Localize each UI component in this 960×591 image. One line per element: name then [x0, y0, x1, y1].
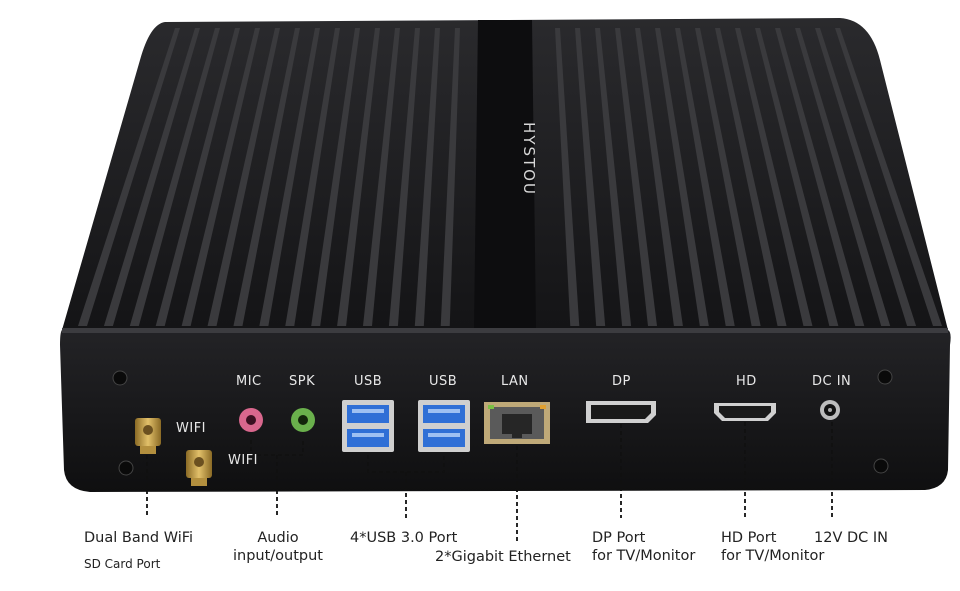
- callout-dp: DP Port for TV/Monitor: [592, 529, 710, 565]
- heatsink-fin: [285, 28, 340, 326]
- heatsink-fin: [695, 28, 761, 326]
- callout-hd-line1: HD Port: [721, 530, 777, 546]
- screw-icon: [118, 460, 134, 476]
- heatsink-fin: [207, 28, 280, 326]
- label-mic: MIC: [236, 374, 262, 389]
- callout-dp-line2: for TV/Monitor: [592, 548, 696, 564]
- dc-in-port: [820, 400, 840, 420]
- heatsink-fin: [835, 28, 942, 326]
- usb-port-group-left: [342, 400, 394, 452]
- brand-logo: HYSTOU: [519, 122, 538, 196]
- heatsink-fin: [78, 28, 180, 326]
- wifi-antenna-connector-top: [135, 418, 161, 454]
- heatsink-fin: [181, 28, 260, 326]
- heatsink-fin: [414, 28, 440, 326]
- screw-icon: [877, 369, 893, 385]
- screw-icon: [873, 458, 889, 474]
- heatsink-fin: [337, 28, 380, 326]
- heatsink-fin: [795, 28, 891, 326]
- callout-audio-line1: Audio: [257, 530, 299, 546]
- label-dp: DP: [612, 374, 631, 389]
- heatsink-fin: [129, 28, 220, 326]
- label-wifi-top: WIFI: [176, 421, 206, 436]
- heatsink-fin: [311, 28, 360, 326]
- heatsink-fin: [555, 28, 580, 326]
- label-lan: LAN: [501, 374, 529, 389]
- heatsink-fin: [595, 28, 632, 326]
- heatsink-fin: [363, 28, 400, 326]
- label-usb-right: USB: [429, 374, 458, 389]
- heatsink-fin: [755, 28, 839, 326]
- callout-usb: 4*USB 3.0 Port: [350, 530, 458, 546]
- center-band: [474, 20, 536, 328]
- heatsink-fin: [259, 28, 320, 326]
- label-hd: HD: [736, 374, 757, 389]
- heatsink-fin: [388, 28, 420, 326]
- heatsink-fin: [775, 28, 865, 326]
- callout-wifi: Dual Band WiFi: [84, 530, 194, 546]
- heatsink-fin: [735, 28, 813, 326]
- callout-audio-line2: input/output: [232, 548, 323, 564]
- callout-hd: HD Port for TV/Monitor: [721, 529, 839, 565]
- label-wifi-bottom: WIFI: [228, 453, 258, 468]
- heatsink-fin: [635, 28, 683, 326]
- heatsink-fin: [155, 28, 240, 326]
- wifi-antenna-connector-bottom: [186, 450, 212, 486]
- mic-jack: [239, 408, 263, 432]
- label-spk: SPK: [289, 374, 316, 389]
- heatsink-fins: [78, 28, 942, 326]
- heatsink-fin: [440, 28, 460, 326]
- callout-dp-line1: DP Port: [592, 530, 646, 546]
- usb-port-group-right: [418, 400, 470, 452]
- lan-port: [484, 402, 550, 444]
- callout-ethernet: 2*Gigabit Ethernet: [435, 549, 571, 565]
- screw-icon: [112, 370, 128, 386]
- callout-sd-card: SD Card Port: [84, 557, 161, 571]
- heatsink-top: [62, 18, 948, 330]
- heatsink-fin: [675, 28, 735, 326]
- label-usb-left: USB: [354, 374, 383, 389]
- heatsink-fin: [715, 28, 787, 326]
- callout-hd-line2: for TV/Monitor: [721, 548, 825, 564]
- heatsink-fin: [815, 28, 917, 326]
- callout-lines: [146, 422, 833, 543]
- spk-jack: [291, 408, 315, 432]
- label-dc-in: DC IN: [812, 374, 852, 389]
- hd-port: [714, 403, 776, 421]
- heatsink-fin: [655, 28, 709, 326]
- callout-dc: 12V DC IN: [814, 530, 889, 546]
- heatsink-fin: [615, 28, 657, 326]
- callout-audio: Audio input/output: [228, 529, 328, 565]
- dp-port: [586, 401, 656, 423]
- heatsink-fin: [233, 28, 300, 326]
- heatsink-fin: [575, 28, 606, 326]
- heatsink-fin: [103, 28, 200, 326]
